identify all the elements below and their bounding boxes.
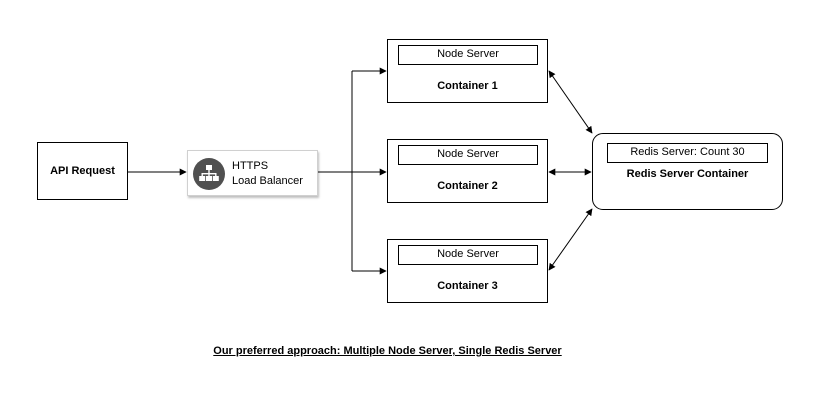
diagram-caption: Our preferred approach: Multiple Node Se… [213,345,562,357]
redis-server-label: Redis Server: Count 30 [607,143,768,163]
network-sitemap-icon [193,158,225,190]
container-2-label: Container 2 [437,180,498,192]
arrow-container-1-redis [548,70,593,134]
container-3-node[interactable]: Node Server Container 3 [387,239,548,303]
container-3-label: Container 3 [437,280,498,292]
load-balancer-line1: HTTPS [232,160,269,172]
api-request-node[interactable]: API Request [37,142,128,200]
container-1-label: Container 1 [437,80,498,92]
container-2-node[interactable]: Node Server Container 2 [387,139,548,203]
node-server-label: Node Server [398,145,538,165]
container-1-node[interactable]: Node Server Container 1 [387,39,548,103]
load-balancer-line2: Load Balancer [232,175,303,187]
redis-server-container-node[interactable]: Redis Server: Count 30 Redis Server Cont… [592,133,783,210]
arrow-container-3-redis [548,208,593,271]
api-request-label: API Request [50,165,115,177]
load-balancer-node[interactable]: HTTPS Load Balancer [187,150,318,196]
redis-container-label: Redis Server Container [626,168,749,180]
node-server-label: Node Server [398,245,538,265]
node-server-label: Node Server [398,45,538,65]
load-balancer-text: HTTPS Load Balancer [232,159,303,189]
